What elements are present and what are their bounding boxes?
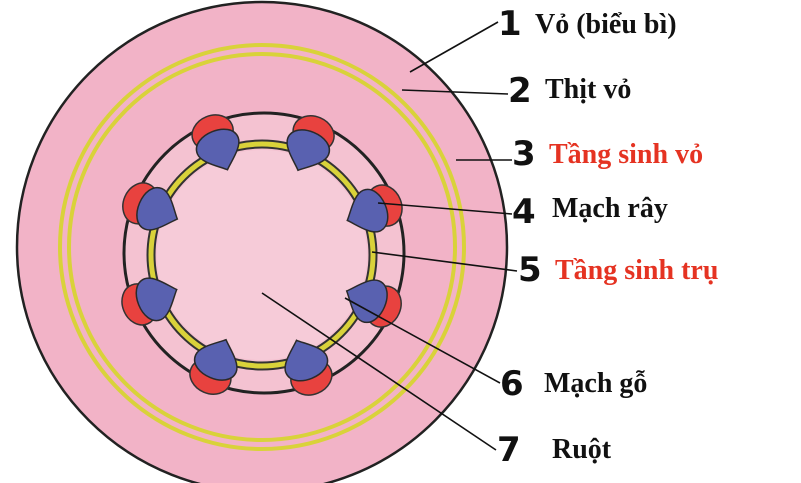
label-number-7: 7 (497, 430, 521, 470)
label-xylem: Mạch gỗ (544, 368, 647, 399)
label-pith: Ruột (552, 434, 612, 465)
label-phloem: Mạch rây (552, 193, 668, 224)
label-number-3: 3 (512, 134, 536, 174)
label-vascular-cambium: Tầng sinh trụ (555, 255, 718, 286)
label-number-6: 6 (500, 364, 524, 404)
label-number-1: 1 (498, 4, 522, 44)
label-number-4: 4 (512, 192, 536, 232)
label-epidermis: Vỏ (biểu bì) (535, 9, 677, 40)
label-number-2: 2 (508, 71, 532, 111)
label-cork-cambium: Tầng sinh vỏ (549, 139, 703, 170)
pith-area (157, 150, 367, 360)
label-number-5: 5 (518, 250, 542, 290)
leader-line-1 (410, 22, 498, 72)
label-cortex: Thịt vỏ (545, 74, 631, 105)
